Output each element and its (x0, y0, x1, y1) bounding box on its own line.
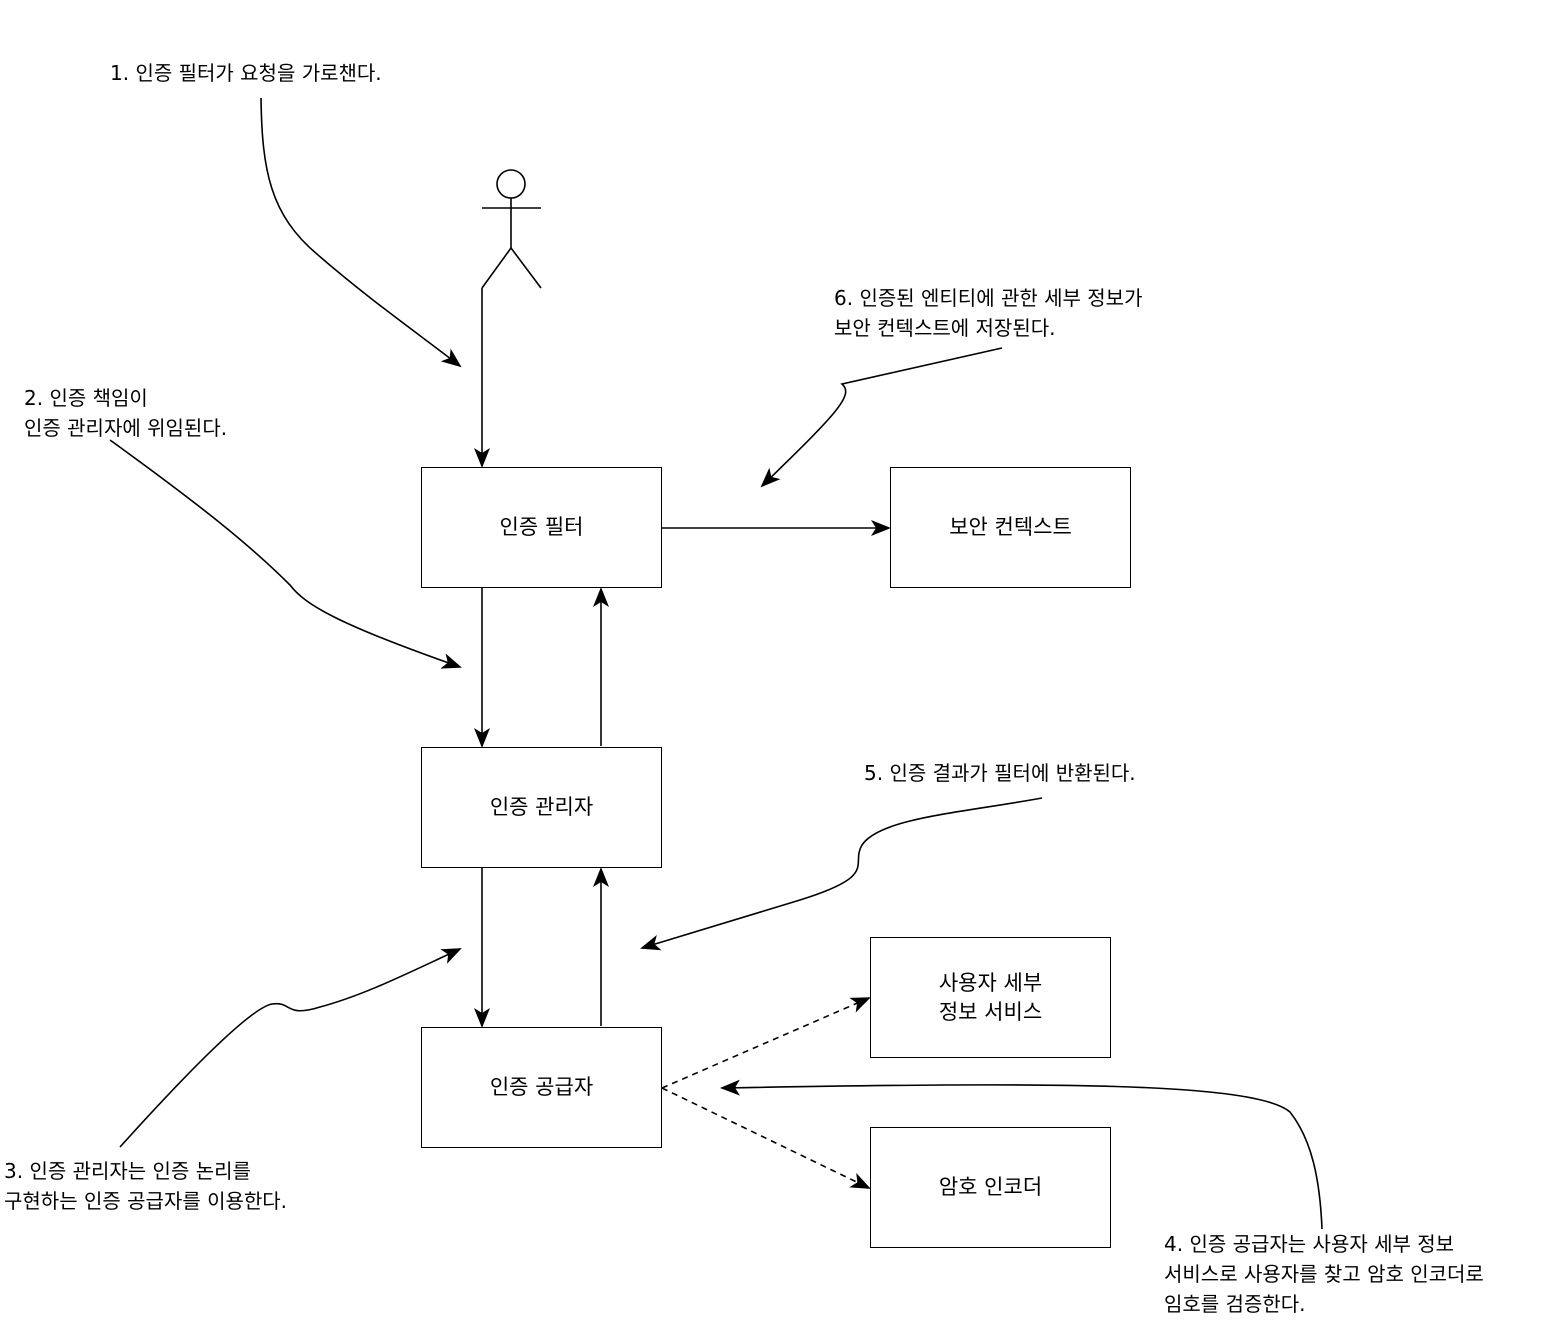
auth-manager-box: 인증 관리자 (421, 747, 662, 868)
note-step5: 5. 인증 결과가 필터에 반환된다. (864, 761, 1136, 785)
note1-pointer-arrow (260, 97, 462, 368)
note-step1: 1. 인증 필터가 요청을 가로챈다. (110, 61, 382, 85)
auth-provider-label: 인증 공급자 (489, 1075, 594, 1099)
security-context-box: 보안 컨텍스트 (890, 467, 1131, 588)
note5-pointer-arrow (640, 797, 1043, 951)
user-details-service-label: 사용자 세부 정보 서비스 (938, 970, 1043, 1024)
provider-to-encoder-dashed-arrow (661, 1087, 871, 1189)
auth-manager-label: 인증 관리자 (489, 795, 594, 819)
user-actor-icon (481, 169, 542, 289)
security-context-label: 보안 컨텍스트 (949, 515, 1072, 539)
auth-provider-box: 인증 공급자 (421, 1027, 662, 1148)
note-step4: 4. 인증 공급자는 사용자 세부 정보 서비스로 사용자를 찾고 암호 인코더… (1164, 1232, 1484, 1316)
note-step6: 6. 인증된 엔티티에 관한 세부 정보가 보안 컨텍스트에 저장된다. (834, 286, 1143, 340)
note4-pointer-arrow (720, 1079, 1323, 1230)
note-step2: 2. 인증 책임이 인증 관리자에 위임된다. (24, 386, 228, 440)
note2-pointer-arrow (109, 439, 462, 669)
note-step3: 3. 인증 관리자는 인증 논리를 구현하는 인증 공급자를 이용한다. (4, 1159, 288, 1213)
password-encoder-label: 암호 인코더 (938, 1175, 1043, 1199)
provider-to-user-service-dashed-arrow (661, 997, 871, 1089)
user-details-service-box: 사용자 세부 정보 서비스 (870, 937, 1111, 1058)
note6-pointer-arrow (760, 347, 1003, 488)
note3-pointer-arrow (119, 948, 462, 1148)
password-encoder-box: 암호 인코더 (870, 1127, 1111, 1248)
auth-filter-box: 인증 필터 (421, 467, 662, 588)
auth-filter-label: 인증 필터 (499, 515, 584, 539)
